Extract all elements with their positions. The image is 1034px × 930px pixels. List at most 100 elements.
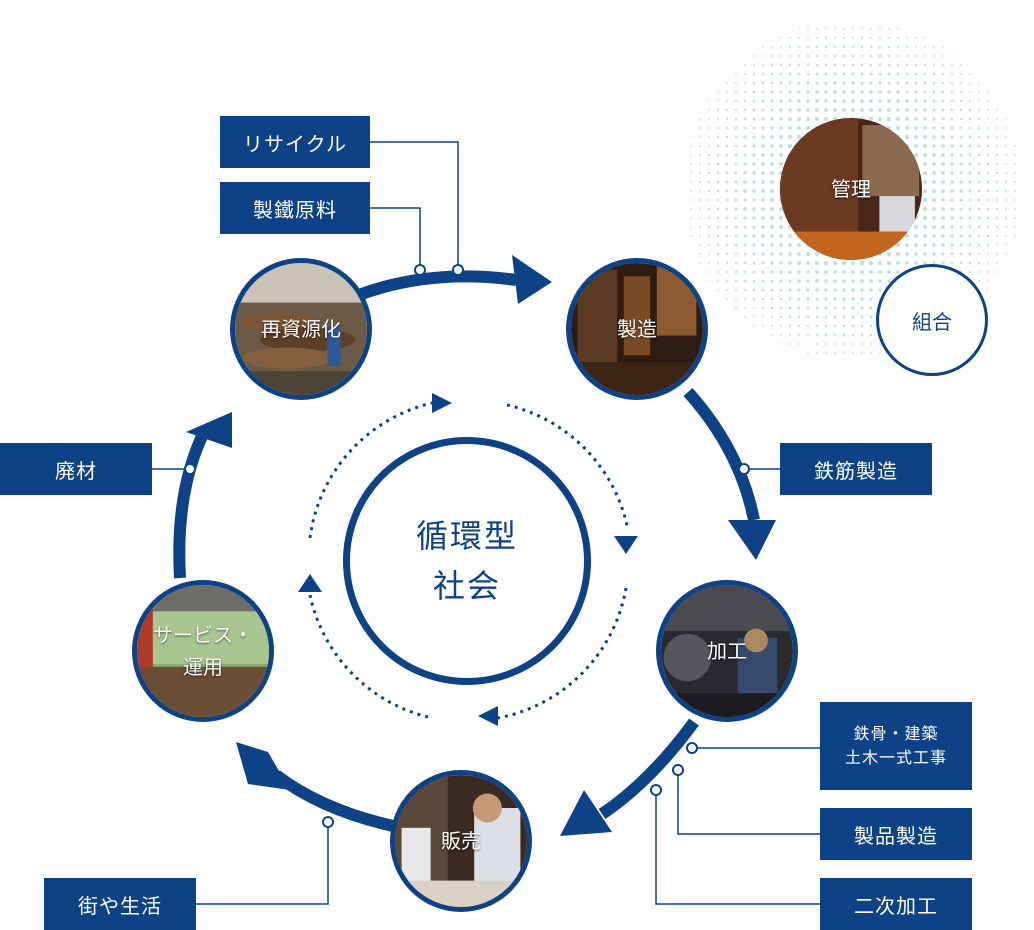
halo-dot [878,63,882,67]
halo-dot [806,270,810,274]
halo-dot [743,135,747,139]
halo-dot [761,189,765,193]
halo-dot [707,162,711,166]
halo-dot [806,45,810,49]
logs-photo [235,263,367,395]
halo-dot [968,270,972,274]
halo-dot [860,36,864,40]
halo-dot [797,270,801,274]
halo-dot [734,279,738,283]
halo-dot [1014,172,1016,174]
halo-dot [743,162,747,166]
halo-dot [806,108,810,112]
inner-arrow-4 [298,574,322,592]
halo-dot [752,252,756,256]
halo-dot [788,306,792,310]
halo-dot [896,90,900,94]
halo-dot [959,144,963,148]
halo-dot [1005,199,1007,201]
halo-dot [923,126,927,130]
halo-dot [815,288,819,292]
halo-dot [977,108,981,112]
halo-dot [716,153,720,157]
halo-dot [761,180,765,184]
connector-dot-secondary [650,784,662,796]
halo-dot [932,72,936,76]
halo-dot [797,279,801,283]
halo-dot [716,162,720,166]
halo-dot [779,315,783,319]
halo-dot [950,162,954,166]
halo-dot [734,225,738,229]
node-management: 管理 [780,118,922,260]
halo-dot [834,28,836,30]
halo-dot [752,108,756,112]
halo-dot [726,289,728,291]
connector-dot-recycle [452,264,464,276]
halo-dot [770,306,774,310]
connector-recycle [370,141,459,270]
halo-dot [725,207,729,211]
halo-dot [797,297,801,301]
halo-dot [815,297,819,301]
halo-dot [941,207,945,211]
halo-dot [986,171,990,175]
halo-dot [779,99,783,103]
halo-dot [995,198,999,202]
halo-dot [717,289,719,291]
halo-dot [807,37,809,39]
halo-dot [896,270,900,274]
halo-dot [842,297,846,301]
halo-dot [978,280,980,282]
halo-dot [1005,154,1007,156]
halo-dot [807,352,809,354]
halo-dot [717,271,719,273]
halo-dot [690,226,692,228]
halo-dot [690,172,692,174]
halo-dot [833,315,837,319]
halo-dot [770,63,774,67]
halo-dot [914,72,918,76]
halo-dot [824,315,828,319]
halo-dot [851,342,855,346]
halo-dot [806,81,810,85]
halo-dot [851,333,855,337]
halo-dot [896,81,900,85]
halo-dot [816,343,818,345]
halo-dot [716,216,720,220]
halo-dot [735,73,737,75]
halo-dot [824,90,828,94]
connector-product [677,770,820,835]
halo-dot [887,270,891,274]
halo-dot [752,198,756,202]
halo-dot [825,28,827,30]
halo-dot [986,135,990,139]
halo-dot [923,108,927,112]
halo-dot [905,261,909,265]
halo-dot [734,171,738,175]
halo-dot [860,324,864,328]
halo-dot [824,270,828,274]
halo-dot [725,99,729,103]
cycle-arc-processing-to-sales [598,718,699,819]
halo-dot [770,243,774,247]
halo-dot [905,54,909,58]
label-recycle: リサイクル [220,116,370,168]
node-service: サービス・ 運用 [132,580,274,722]
halo-dot [878,288,882,292]
halo-dot [1005,208,1007,210]
halo-dot [960,73,962,75]
halo-dot [743,198,747,202]
halo-dot [716,207,720,211]
halo-dot [995,225,999,229]
halo-dot [698,180,702,184]
halo-dot [861,28,863,30]
halo-dot [779,81,783,85]
halo-dot [887,63,891,67]
halo-dot [771,334,773,336]
halo-dot [941,225,945,229]
halo-dot [788,90,792,94]
halo-dot [932,252,936,256]
halo-dot [770,144,774,148]
halo-dot [932,144,936,148]
